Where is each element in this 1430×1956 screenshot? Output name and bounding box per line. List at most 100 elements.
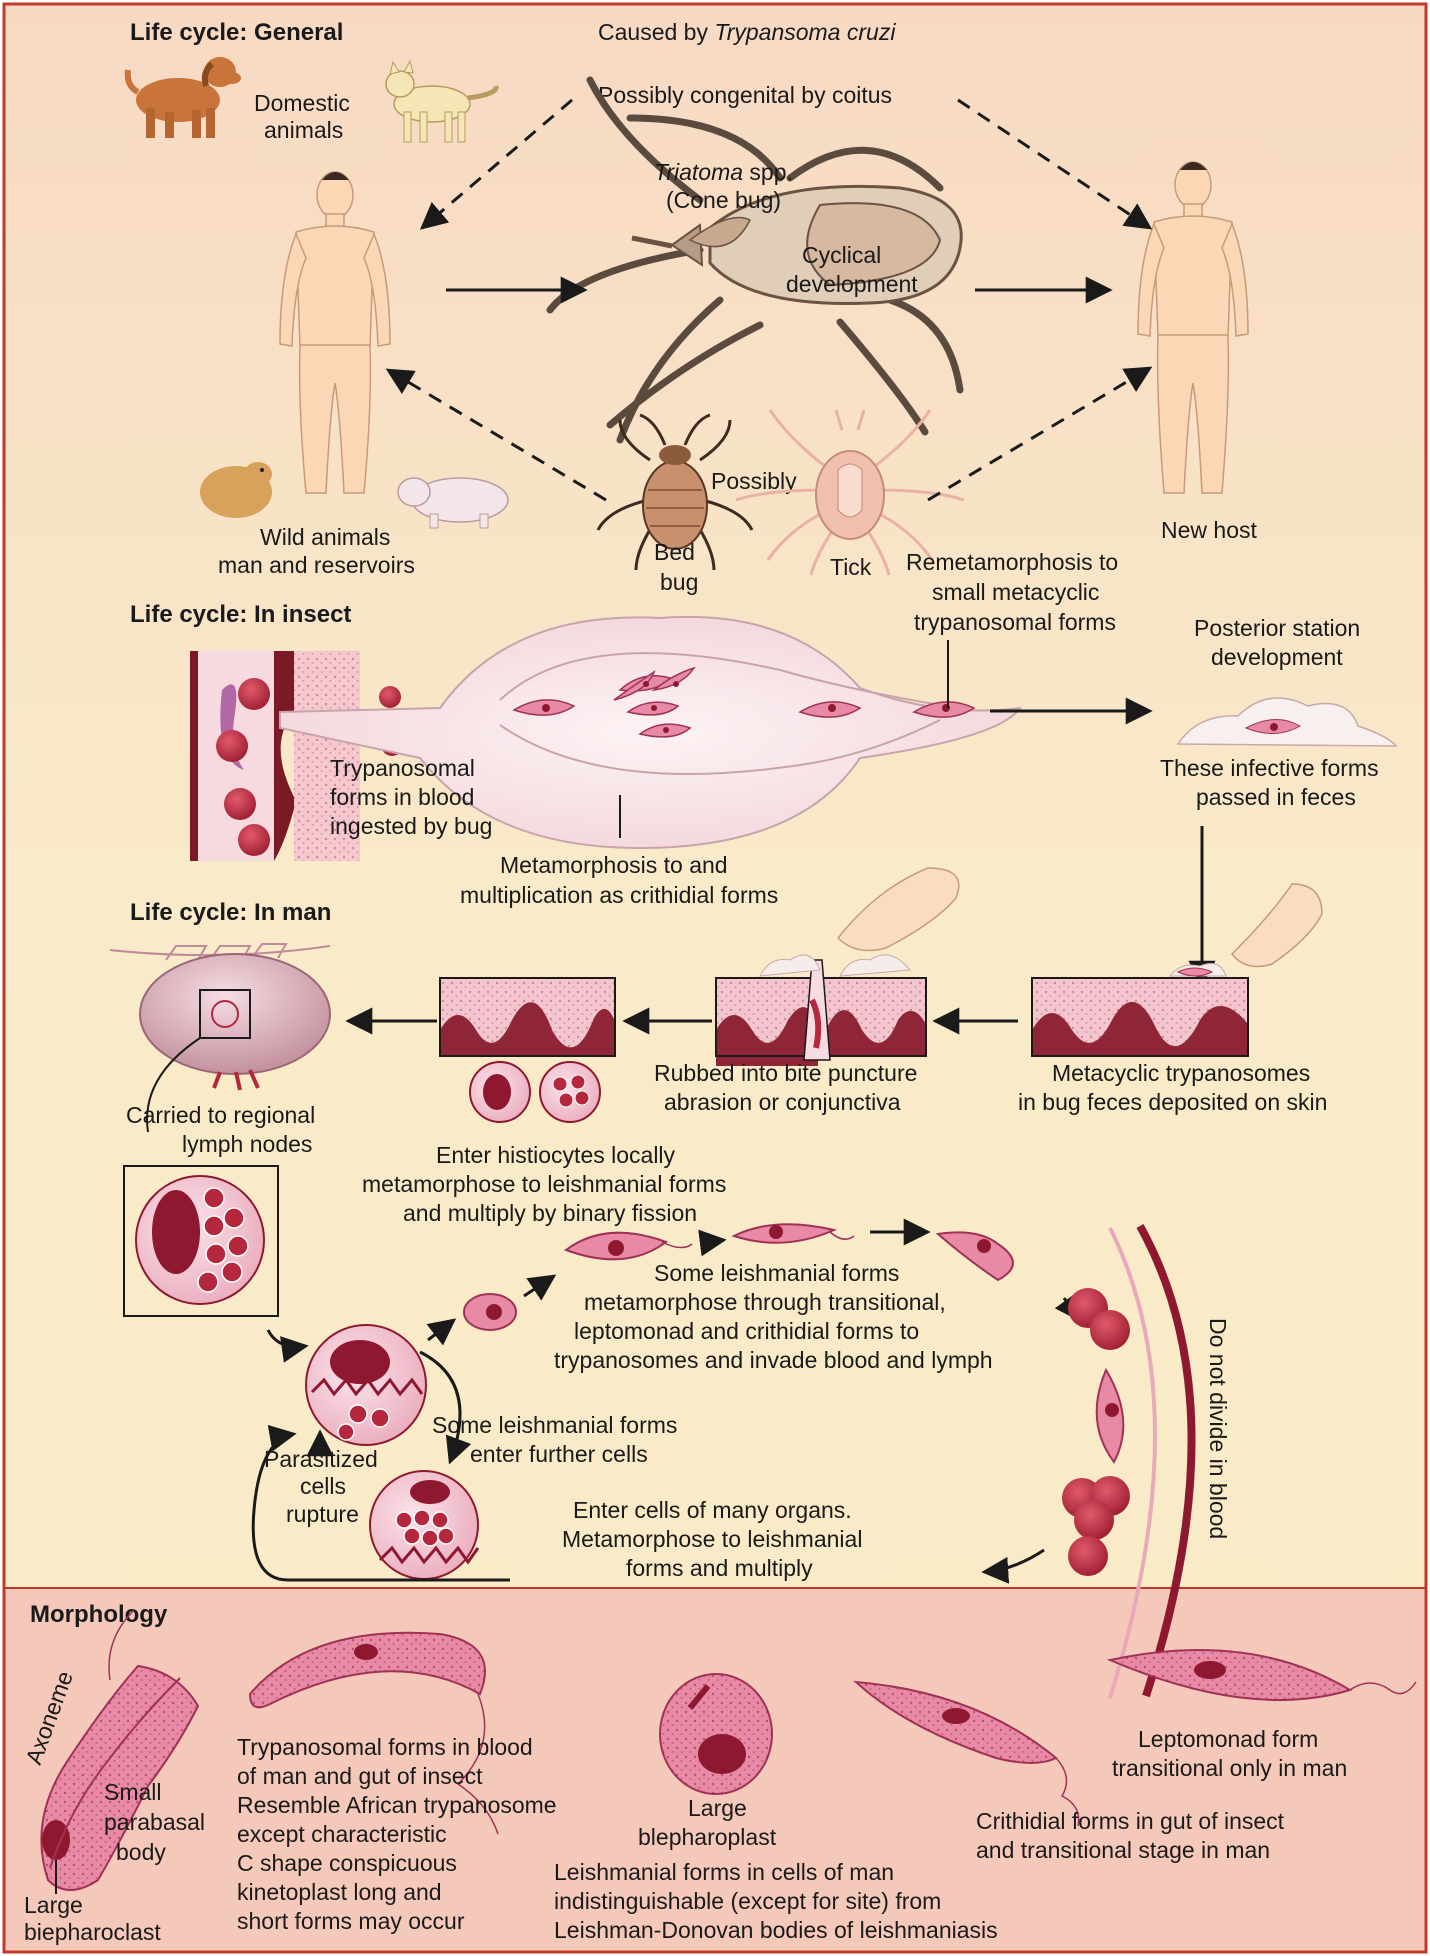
blepharoplast-label: Large (688, 1795, 747, 1821)
biepharoclast-label-2: biepharoclast (24, 1919, 161, 1945)
domestic-animals-label: Domestic (254, 90, 350, 116)
bite-puncture-skin-icon (715, 954, 927, 1066)
parabasal-label-3: body (116, 1839, 166, 1865)
infective-forms-label: These infective forms (1160, 755, 1379, 781)
wild-animals-label-2: man and reservoirs (218, 552, 415, 578)
blood-vessel-arc-icon (1062, 1224, 1196, 1699)
bed-bug-label: Bed (654, 539, 695, 565)
leishmanial-amastigote-icon (659, 1673, 773, 1795)
further-cells-label-2: enter further cells (470, 1441, 648, 1467)
histiocytes-label: Enter histiocytes locally (436, 1142, 676, 1168)
histiocyte-cell-icon (469, 1061, 601, 1123)
trypanosomal-morph-label-6: kinetoplast long and (237, 1879, 442, 1905)
crithidial-form-icon (853, 1680, 1080, 1827)
remetamorphosis-label: Remetamorphosis to (906, 549, 1118, 575)
human-figure-icon (279, 171, 391, 494)
trypanosomal-morph-label-5: C shape conspicuous (237, 1850, 457, 1876)
dog-icon (124, 57, 241, 138)
cat-icon (385, 59, 499, 143)
leishmanial-morph-label-2: indistinguishable (except for site) from (554, 1888, 941, 1914)
section-title-insect: Life cycle: In insect (130, 601, 351, 628)
trypanosomal-morph-label-4: except characteristic (237, 1821, 447, 1847)
histiocytes-label-2: metamorphose to leishmanial forms (362, 1171, 726, 1197)
histiocyte-inset-icon (135, 1175, 265, 1305)
some-forms-label-4: trypanosomes and invade blood and lymph (554, 1347, 993, 1373)
no-divide-label: Do not divide in blood (1205, 1318, 1231, 1539)
remetamorphosis-label-3: trypanosomal forms (914, 609, 1116, 635)
section-title-general: Life cycle: General (130, 19, 343, 46)
rupture-label-3: rupture (286, 1501, 359, 1527)
histiocytes-label-3: and multiply by binary fission (403, 1200, 697, 1226)
transitional-forms-icon (563, 1223, 1014, 1282)
new-host-human-icon (1137, 161, 1249, 494)
guinea-pig-icon (200, 462, 272, 518)
infective-forms-label-2: passed in feces (1196, 784, 1356, 810)
bed-bug-icon (596, 413, 754, 571)
tick-label: Tick (830, 554, 872, 580)
feces-icon (1176, 697, 1398, 747)
pig-icon (397, 477, 509, 529)
organs-label-2: Metamorphose to leishmanial (562, 1526, 862, 1552)
c-shaped-trypanosome-icon (248, 1631, 499, 1835)
section-title-morphology: Morphology (30, 1601, 168, 1628)
ingested-label-2: forms in blood (330, 784, 474, 810)
cyclical-label-2: development (786, 271, 918, 297)
skin-section-icon (439, 977, 616, 1057)
rupture-label-2: cells (300, 1473, 346, 1499)
trypomastigote-form-icon (40, 1609, 200, 1891)
posterior-station-label: Posterior station (1194, 615, 1360, 641)
blepharoplast-label-2: blepharoplast (638, 1824, 777, 1850)
crithidial-morph-label: Crithidial forms in gut of insect (976, 1808, 1285, 1834)
wild-animals-label: Wild animals (260, 524, 390, 550)
leishmanial-form-icon (463, 1293, 517, 1331)
section-title-man: Life cycle: In man (130, 899, 331, 926)
trypanosomal-morph-label-7: short forms may occur (237, 1908, 465, 1934)
bed-bug-label-2: bug (660, 569, 698, 595)
trypanosomal-morph-label-3: Resemble African trypanosome (237, 1792, 557, 1818)
some-forms-label-2: metamorphose through transitional, (584, 1289, 946, 1315)
rubbed-label-2: abrasion or conjunctiva (664, 1089, 901, 1115)
leishmanial-morph-label-3: Leishman-Donovan bodies of leishmaniasis (554, 1917, 998, 1943)
metacyclic-label-2: in bug feces deposited on skin (1018, 1089, 1327, 1115)
ingested-label: Trypanosomal (330, 755, 475, 781)
leptomonad-form-icon (1106, 1649, 1417, 1701)
metacyclic-label: Metacyclic trypanosomes (1052, 1060, 1310, 1086)
some-forms-label-3: leptomonad and crithidial forms to (574, 1318, 919, 1344)
leishmanial-morph-label: Leishmanial forms in cells of man (554, 1859, 894, 1885)
ingested-label-3: ingested by bug (330, 813, 492, 839)
rubbed-label: Rubbed into bite puncture (654, 1060, 917, 1086)
infected-cell-icon (305, 1324, 427, 1446)
further-cells-label: Some leishmanial forms (432, 1412, 677, 1438)
trypanosomal-morph-label-2: of man and gut of insect (237, 1763, 483, 1789)
metamorphosis-label: Metamorphosis to and (500, 852, 728, 878)
finger-icon (836, 867, 960, 952)
metamorphosis-label-2: multiplication as crithidial forms (460, 882, 778, 908)
biepharoclast-label: Large (24, 1892, 83, 1918)
lymph-node-inset (123, 1165, 279, 1317)
posterior-station-label-2: development (1211, 644, 1343, 670)
new-host-label: New host (1161, 517, 1257, 543)
skin-blood-vessel-icon (190, 651, 403, 861)
ruptured-cell-icon (369, 1470, 480, 1580)
organs-label: Enter cells of many organs. (573, 1497, 852, 1523)
finger-icon-2 (1231, 883, 1323, 968)
trypanosomal-morph-label: Trypanosomal forms in blood (237, 1734, 533, 1760)
crithidial-morph-label-2: and transitional stage in man (976, 1837, 1270, 1863)
some-forms-label: Some leishmanial forms (654, 1260, 899, 1286)
leptomonad-label: Leptomonad form (1138, 1726, 1318, 1752)
cyclical-label: Cyclical (802, 242, 881, 268)
caused-by-label: Caused by Trypansoma cruzi (598, 19, 896, 45)
parabasal-label-2: parabasal (104, 1809, 205, 1835)
carried-label-2: lymph nodes (182, 1131, 312, 1157)
leptomonad-label-2: transitional only in man (1112, 1755, 1347, 1781)
carried-label: Carried to regional (126, 1102, 315, 1128)
possibly-label: Possibly (711, 468, 797, 494)
lymph-node-icon (109, 943, 331, 1091)
remetamorphosis-label-2: small metacyclic (932, 579, 1099, 605)
parabasal-label: Small (104, 1779, 162, 1805)
domestic-animals-label-2: animals (264, 117, 343, 143)
organs-label-3: forms and multiply (626, 1555, 813, 1581)
cone-bug-label: (Cone bug) (666, 187, 781, 213)
tick-icon (735, 409, 965, 576)
skin-with-feces-icon (1031, 963, 1249, 1057)
